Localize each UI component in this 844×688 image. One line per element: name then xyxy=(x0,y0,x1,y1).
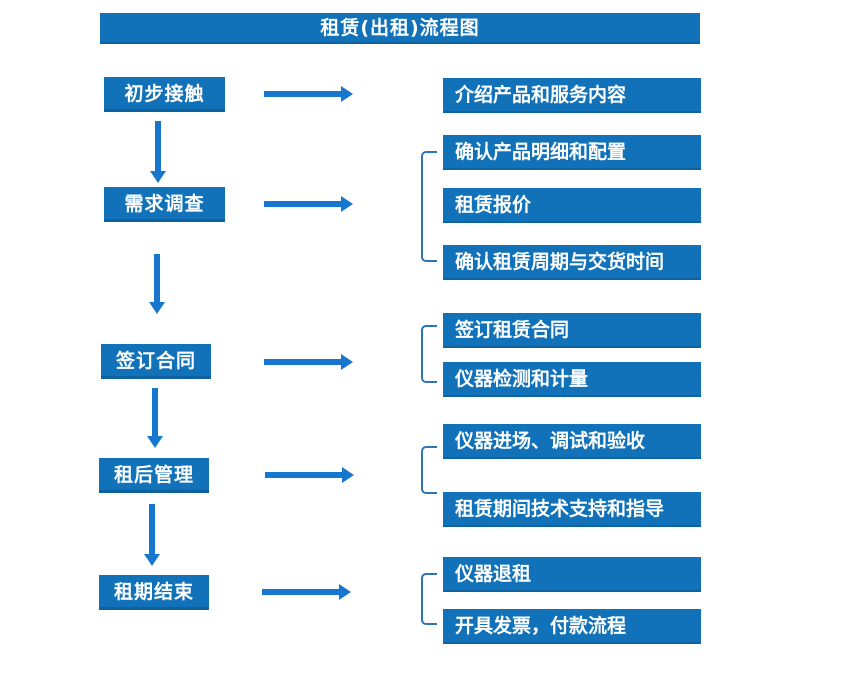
detail-box-technical-support: 租赁期间技术支持和指导 xyxy=(443,492,701,527)
bracket-connector xyxy=(421,446,437,494)
detail-box-instrument-return: 仪器退租 xyxy=(443,557,701,592)
right-arrow-connector xyxy=(262,589,339,595)
step-box-sign-contract: 签订合同 xyxy=(101,344,211,379)
step-box-demand-survey: 需求调查 xyxy=(104,187,225,222)
detail-box-rental-quote: 租赁报价 xyxy=(443,188,701,223)
detail-box-sign-rental-contract: 签订租赁合同 xyxy=(443,313,701,348)
detail-box-instrument-testing: 仪器检测和计量 xyxy=(443,362,701,397)
step-box-initial-contact: 初步接触 xyxy=(104,77,225,112)
down-arrow-connector xyxy=(155,121,161,171)
step-box-post-rental-management: 租后管理 xyxy=(99,458,209,493)
down-arrow-connector xyxy=(154,254,160,302)
bracket-connector xyxy=(421,325,437,383)
detail-box-confirm-product-details: 确认产品明细和配置 xyxy=(443,135,701,170)
right-arrow-connector xyxy=(264,91,341,97)
detail-box-instrument-entry-acceptance: 仪器进场、调试和验收 xyxy=(443,424,701,459)
down-arrow-connector xyxy=(152,388,158,436)
detail-box-introduce-products: 介绍产品和服务内容 xyxy=(443,78,701,113)
right-arrow-connector xyxy=(264,201,341,207)
detail-box-invoice-payment: 开具发票，付款流程 xyxy=(443,609,701,644)
down-arrow-connector xyxy=(149,504,155,554)
detail-box-confirm-rental-period: 确认租赁周期与交货时间 xyxy=(443,245,701,280)
right-arrow-connector xyxy=(264,359,341,365)
step-box-lease-end: 租期结束 xyxy=(99,575,209,610)
bracket-connector xyxy=(421,573,437,625)
right-arrow-connector xyxy=(265,472,342,478)
bracket-connector xyxy=(421,151,437,262)
chart-title: 租赁(出租)流程图 xyxy=(100,13,700,44)
